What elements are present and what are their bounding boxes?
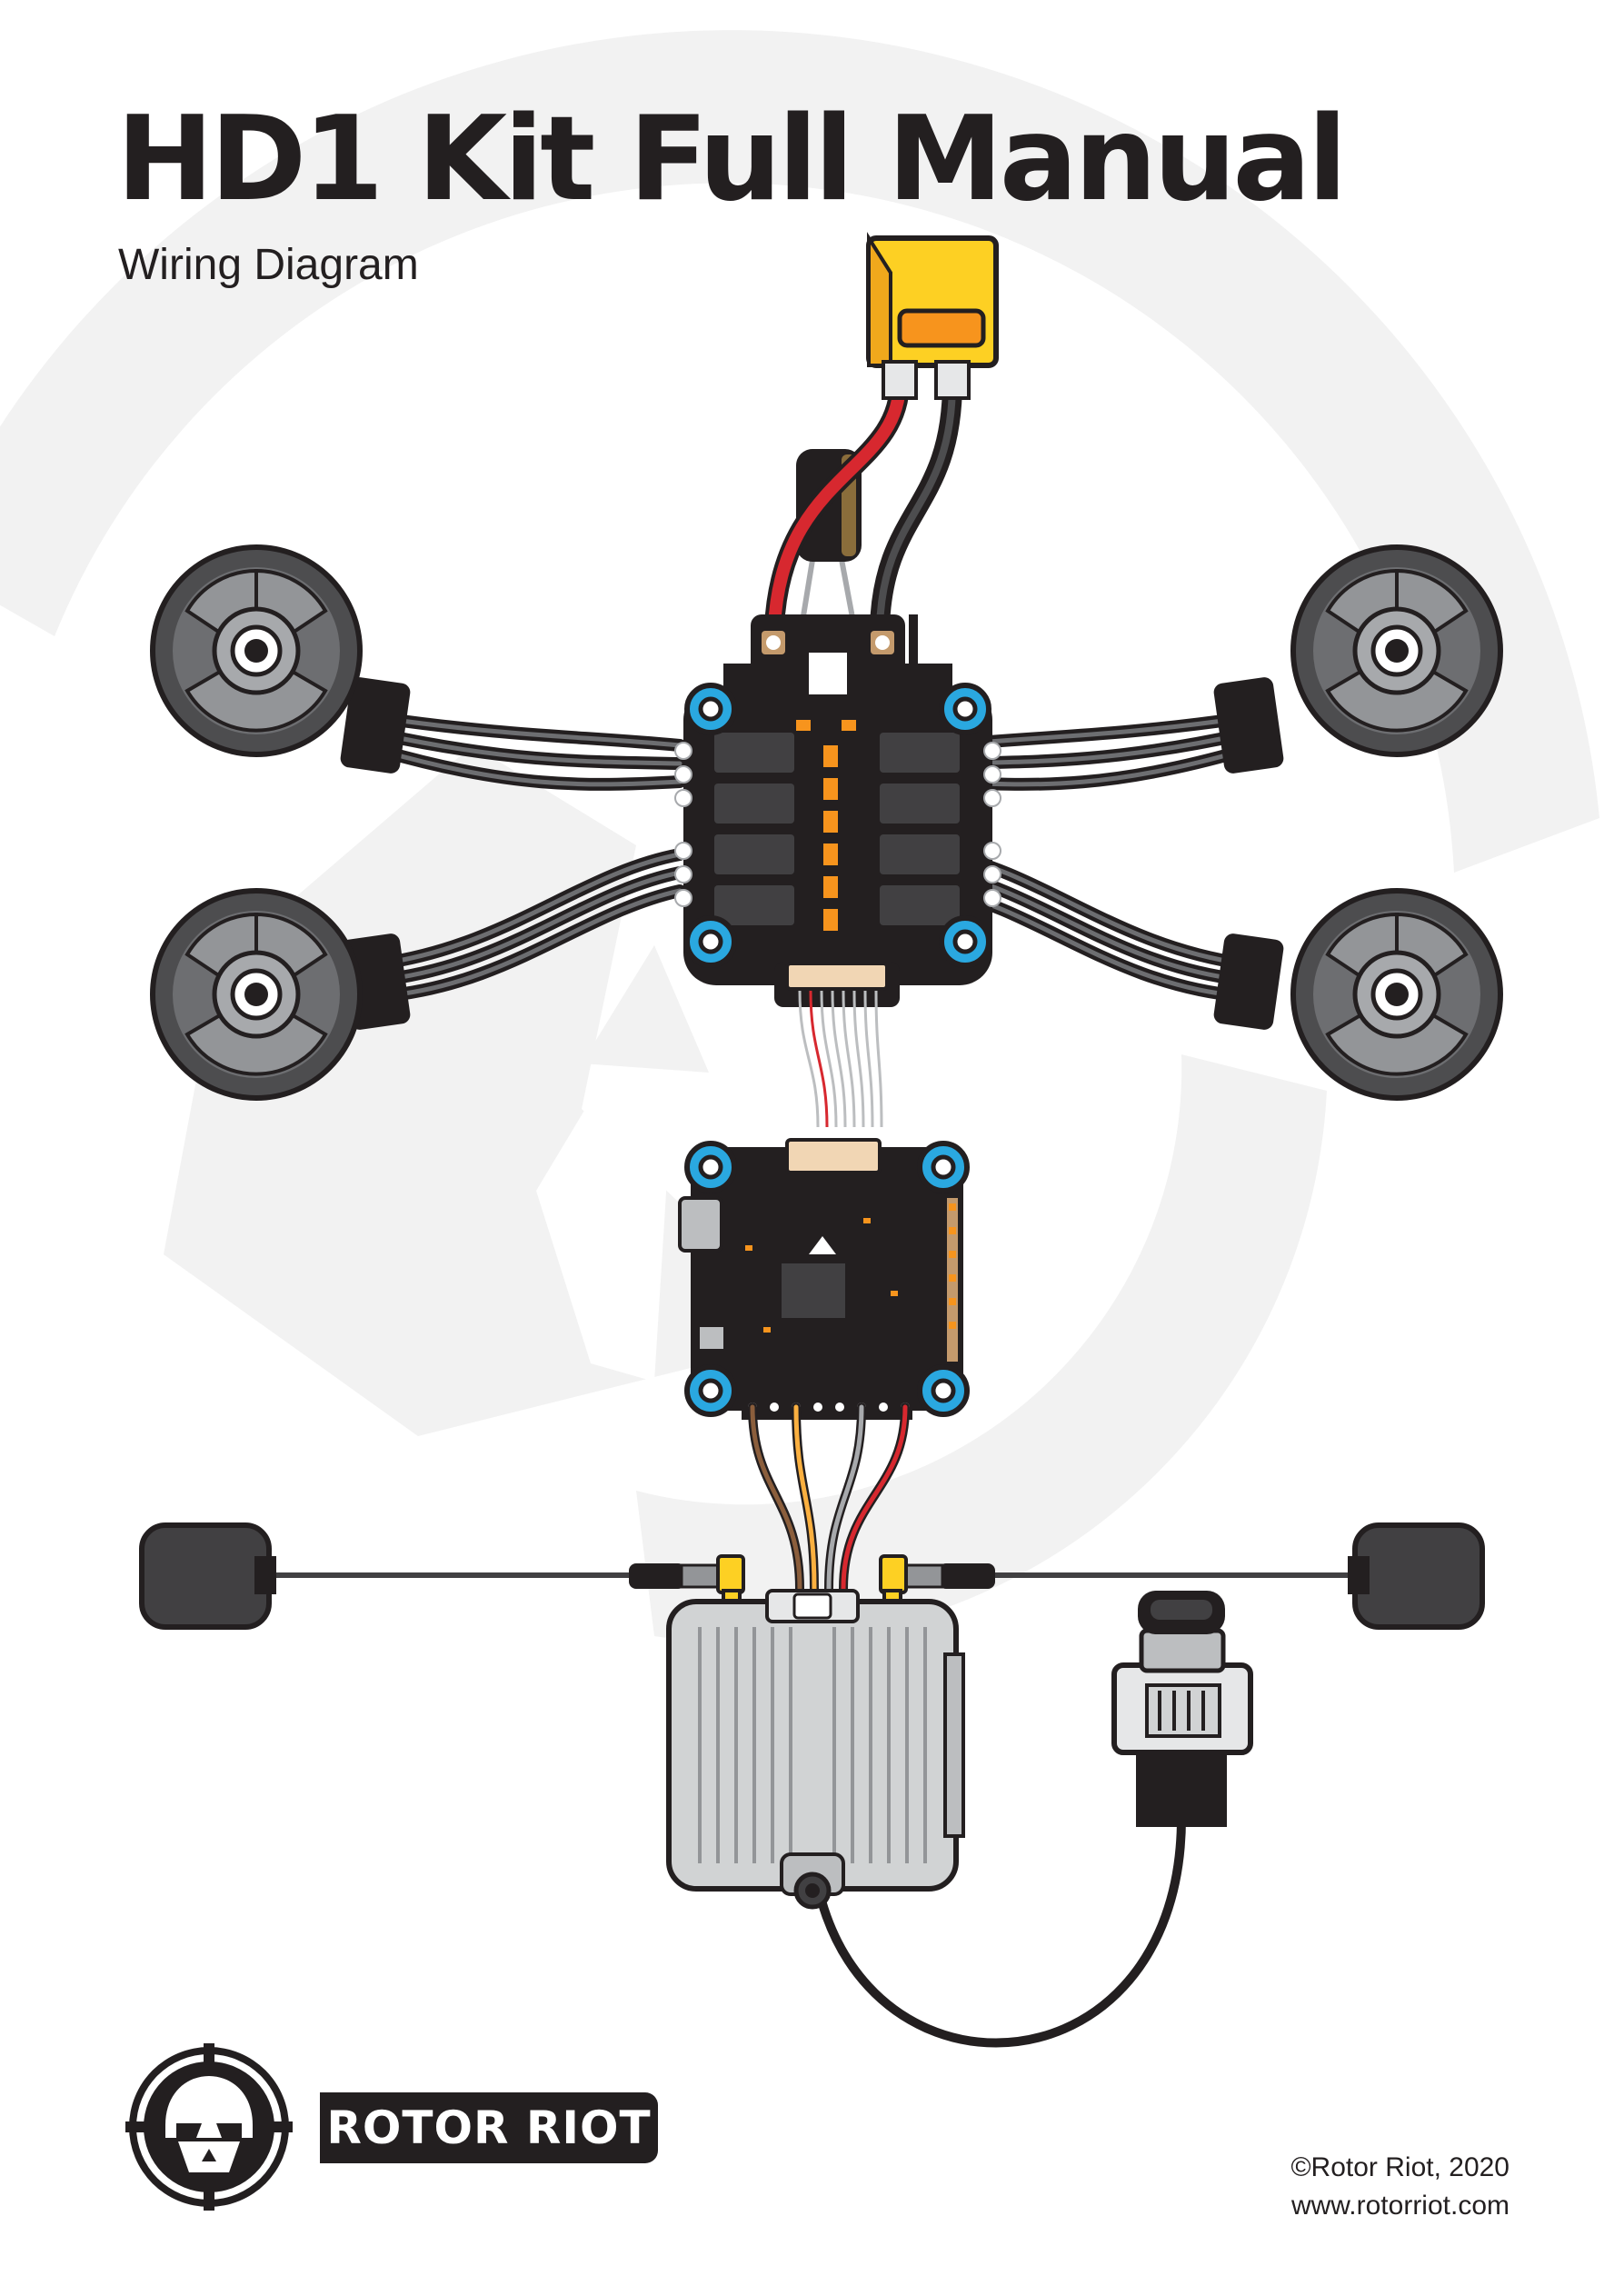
brand-logo: ROTOR RIOT — [118, 2036, 663, 2218]
camera-icon — [1111, 1591, 1253, 1827]
page-title: HD1 Kit Full Manual — [116, 92, 1348, 227]
motor-icon — [1293, 891, 1500, 1098]
website-link[interactable]: www.rotorriot.com — [1290, 2191, 1509, 2221]
fc-vtx-wires — [748, 1403, 910, 1593]
camera-cable — [806, 1817, 1186, 2048]
esc-fc-ribbon-cable — [798, 990, 883, 1128]
power-leads — [764, 372, 962, 637]
brand-name: ROTOR RIOT — [320, 2092, 658, 2163]
vtx-air-unit — [666, 1589, 965, 1910]
esc-board — [674, 614, 1001, 1007]
skull-helmet-icon — [125, 2043, 293, 2211]
motor-icon — [153, 891, 360, 1098]
flight-controller-board — [678, 1138, 970, 1420]
motor-icon — [153, 547, 360, 754]
motor-icon — [1293, 547, 1500, 754]
xt60-connector — [866, 232, 999, 400]
copyright-text: ©Rotor Riot, 2020 — [1290, 2152, 1509, 2182]
page-subtitle: Wiring Diagram — [118, 241, 419, 289]
copyright-block: ©Rotor Riot, 2020 www.rotorriot.com — [1290, 2149, 1509, 2225]
